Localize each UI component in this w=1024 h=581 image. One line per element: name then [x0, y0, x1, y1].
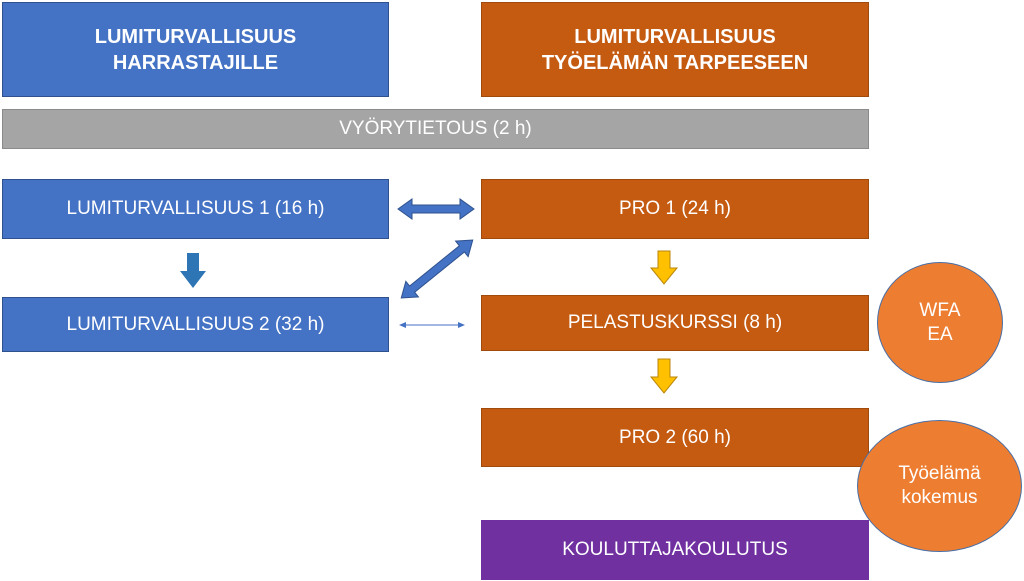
course-pro2: PRO 2 (60 h)	[481, 408, 869, 467]
avalanche-info-label: VYÖRYTIETOUS (2 h)	[339, 118, 532, 139]
course-trainer: KOULUTTAJAKOULUTUS	[481, 520, 869, 580]
course-level1: LUMITURVALLISUUS 1 (16 h)	[2, 179, 389, 239]
course-rescue-label: PELASTUSKURSSI (8 h)	[567, 312, 783, 333]
course-trainer-label: KOULUTTAJAKOULUTUS	[562, 539, 788, 560]
first-aid-badge: WFA EA	[877, 262, 1003, 383]
course-pro1-label: PRO 1 (24 h)	[619, 198, 731, 219]
course-level1-label: LUMITURVALLISUUS 1 (16 h)	[66, 198, 325, 219]
header-recreational-line2: HARRASTAJILLE	[112, 51, 279, 74]
course-level2-label: LUMITURVALLISUUS 2 (32 h)	[66, 313, 325, 335]
avalanche-info-bar: VYÖRYTIETOUS (2 h)	[2, 109, 869, 149]
double-arrow-level1-pro1	[397, 198, 475, 220]
double-arrow-level2-pro1	[400, 239, 474, 299]
down-arrow-pro1-rescue	[649, 250, 679, 285]
header-recreational: LUMITURVALLISUUS HARRASTAJILLE	[2, 2, 389, 97]
work-experience-line2: kokemus	[901, 487, 978, 508]
first-aid-line2: EA	[927, 323, 953, 345]
thin-double-arrow-level2-rescue	[399, 322, 465, 328]
work-experience-badge: Työelämä kokemus	[857, 420, 1022, 552]
course-pro1: PRO 1 (24 h)	[481, 179, 869, 239]
header-professional: LUMITURVALLISUUS TYÖELÄMÄN TARPEESEEN	[481, 2, 869, 97]
course-rescue: PELASTUSKURSSI (8 h)	[481, 295, 869, 351]
header-professional-line2: TYÖELÄMÄN TARPEESEEN	[541, 51, 809, 74]
down-arrow-level1-level2	[180, 253, 206, 288]
course-level2: LUMITURVALLISUUS 2 (32 h)	[2, 297, 389, 352]
work-experience-line1: Työelämä	[898, 463, 981, 484]
header-professional-line1: LUMITURVALLISUUS	[574, 25, 776, 48]
course-pro2-label: PRO 2 (60 h)	[619, 426, 731, 448]
header-recreational-line1: LUMITURVALLISUUS	[94, 25, 297, 48]
first-aid-line1: WFA	[919, 299, 961, 321]
down-arrow-rescue-pro2	[649, 358, 679, 394]
